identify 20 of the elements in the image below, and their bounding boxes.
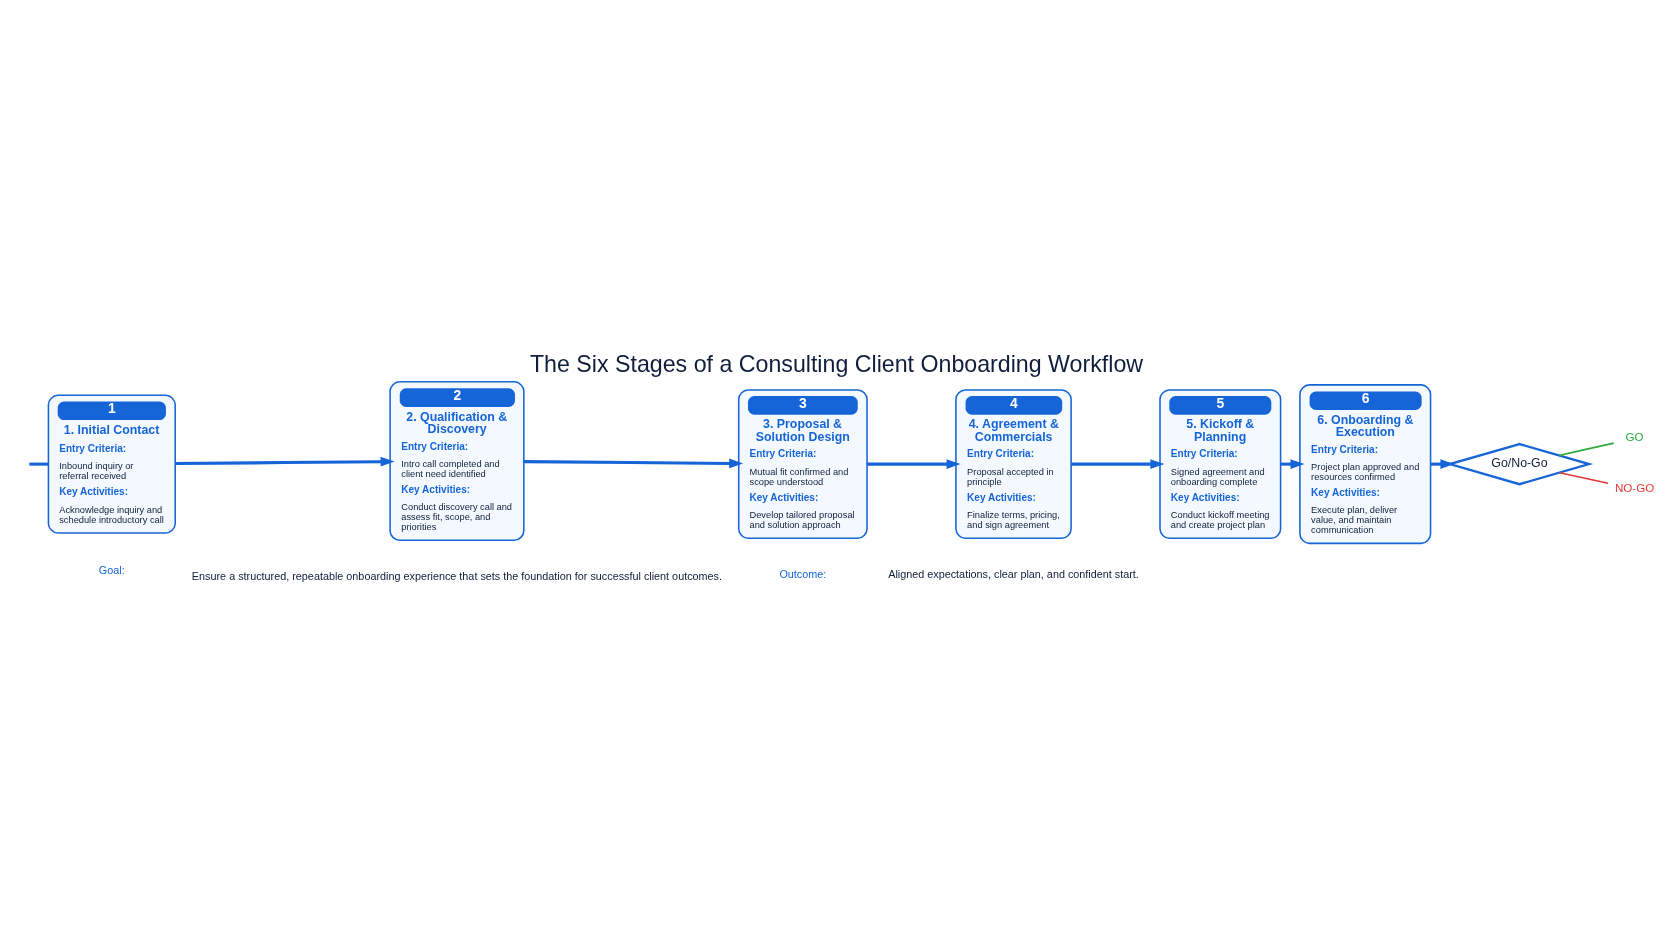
node-box: 6 6. Onboarding & Execution Entry Criteria: Project plan approved and resources confirmed Key Activities: Execute plan, deliver value, and maintain communication [1298, 384, 1431, 545]
node-text: GO [1625, 431, 1644, 444]
label: Ensure a structured, repeatable onboarding experience that sets the foundation for successful client outcomes. [191, 569, 722, 582]
label: Goal: [98, 564, 125, 577]
node-box: 4 4. Agreement & Commercials Entry Criteria: Proposal accepted in principle Key Activities: Finalize terms, pricing, and sign agreement [954, 389, 1072, 540]
arrow [866, 459, 961, 469]
node-text: NO-GO [1614, 481, 1654, 494]
connector [1558, 471, 1609, 484]
node-box: 5 5. Kickoff & Planning Entry Criteria: Signed agreement and onboarding complete Key Activities: Conduct kickoff meeting and create project plan [1158, 389, 1281, 540]
arrow [523, 458, 743, 469]
node-box: 3 3. Proposal & Solution Design Entry Criteria: Mutual fit confirmed and scope understood Key Activities: Develop tailored proposal and solution approach [737, 389, 868, 540]
arrow [1070, 459, 1164, 469]
diagram-title: The Six Stages of a Consulting Client Onboarding Workflow [529, 350, 1143, 377]
connector [1557, 442, 1614, 457]
connector [28, 462, 48, 466]
node-box: 1 1. Initial Contact Entry Criteria: Inbound inquiry or referral received Key Activities: Acknowledge inquiry and schedule introductory call [47, 394, 176, 534]
label: Outcome: [778, 567, 826, 580]
arrow [174, 456, 395, 467]
node-box: 2 2. Qualification & Discovery Entry Criteria: Intro call completed and client need identified Key Activities: Conduct discovery call and assess fit, scope, and priorities [388, 381, 525, 542]
label: Aligned expectations, clear plan, and confident start. [887, 567, 1139, 580]
